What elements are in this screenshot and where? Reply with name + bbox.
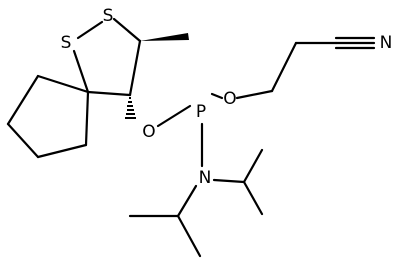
dithiolane-ring bbox=[72, 17, 142, 97]
atom-sulfur-1: S bbox=[61, 33, 72, 53]
bond-ochain-ch2 bbox=[235, 89, 274, 100]
bond-oring-p bbox=[156, 104, 192, 128]
atom-oxygen-ring: O bbox=[142, 122, 155, 142]
atom-nitrogen-amine: N bbox=[199, 168, 212, 188]
bond-c2-c3 bbox=[6, 122, 40, 159]
bond-s2-c3 bbox=[112, 17, 142, 43]
bond-c1-c2 bbox=[6, 74, 40, 126]
bond-ch2-ch2 bbox=[270, 41, 298, 93]
bond-n-ch-right bbox=[212, 178, 246, 184]
bond-c3-c4 bbox=[36, 143, 88, 159]
bond-s1-s2 bbox=[76, 20, 104, 40]
bond-spiro-c1 bbox=[36, 74, 90, 94]
bond-n-ch-left bbox=[176, 184, 198, 218]
bond-ch-left-me-down bbox=[176, 214, 202, 258]
atom-nitrogen-nitrile: N bbox=[380, 33, 393, 53]
bond-ch-right-me-up bbox=[242, 148, 264, 184]
diisopropylamino-group bbox=[128, 122, 264, 258]
atom-phosphorus: P bbox=[196, 102, 206, 122]
cyclopentane-ring bbox=[6, 74, 90, 159]
bond-c4-spiro bbox=[86, 90, 132, 97]
atom-sulfur-2: S bbox=[103, 6, 114, 26]
atom-oxygen-chain: O bbox=[223, 89, 236, 109]
bond-c3-c4 bbox=[128, 39, 142, 97]
bond-spiro-s1 bbox=[72, 49, 90, 94]
hashed-bond-c-o bbox=[125, 97, 136, 119]
bond-p-ochain bbox=[210, 92, 224, 100]
bond-ch-right-me-down bbox=[242, 180, 264, 216]
phosphoramidite-chain bbox=[156, 36, 376, 128]
bond-c4-spiro bbox=[84, 90, 90, 147]
methyl-wedge-bond bbox=[140, 33, 189, 41]
